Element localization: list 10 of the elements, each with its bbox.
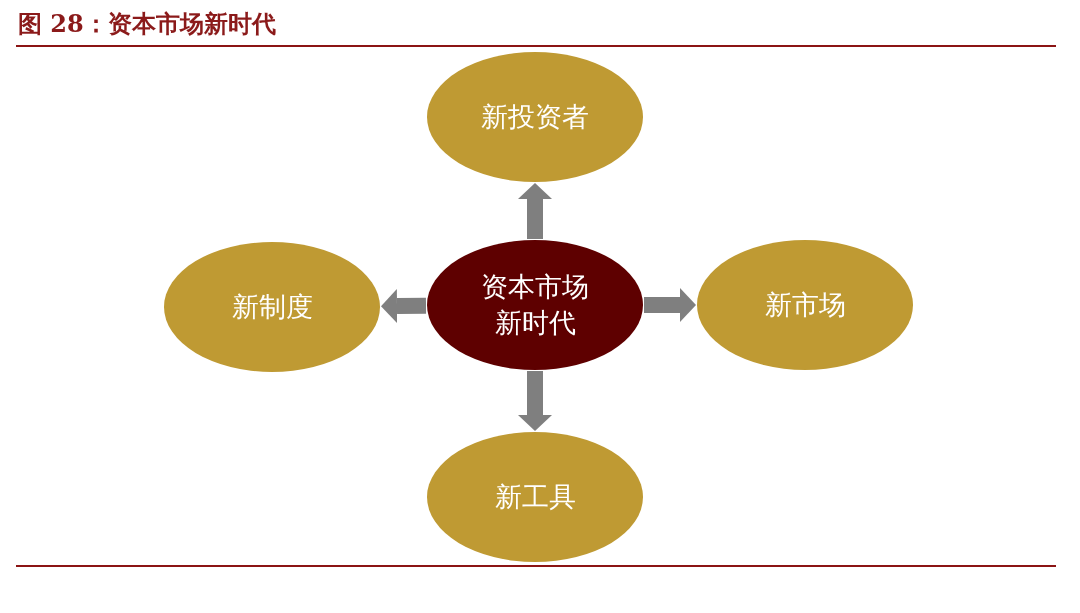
topic-ellipse: 新市场 [697, 240, 913, 370]
block-arrow [644, 288, 696, 322]
block-arrow [518, 371, 552, 431]
topic-ellipse: 新投资者 [427, 52, 643, 182]
center-ellipse: 资本市场新时代 [427, 240, 643, 370]
topic-ellipse: 新制度 [164, 242, 380, 372]
block-arrow [518, 183, 552, 239]
topic-ellipse: 新工具 [427, 432, 643, 562]
figure-title: 图 28：资本市场新时代 [18, 8, 276, 40]
block-arrow [381, 289, 427, 324]
